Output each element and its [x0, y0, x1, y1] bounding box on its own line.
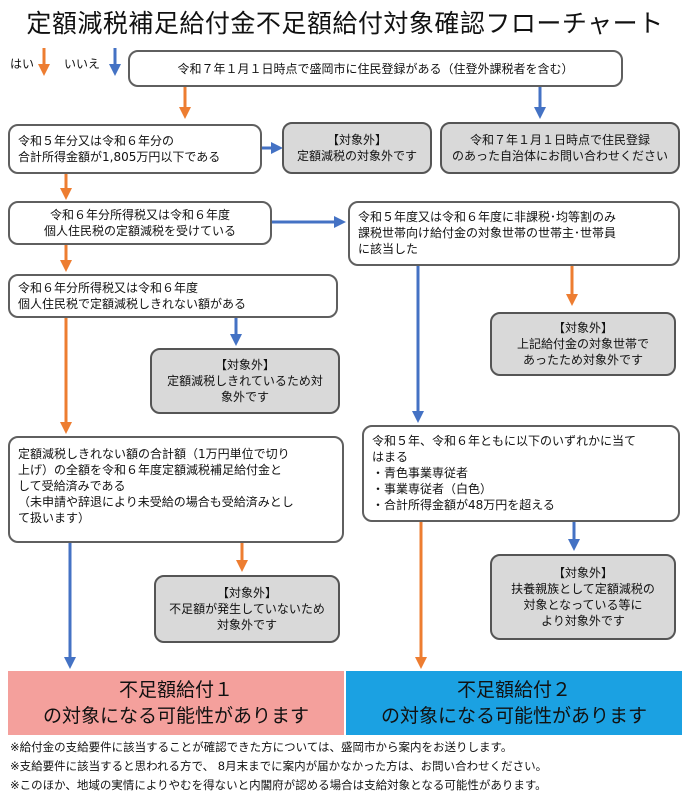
non-taxable-line-1: 令和５年度又は令和６年度に非課税･均等割のみ	[358, 210, 617, 224]
start-question-text: 令和７年１月１日時点で盛岡市に住民登録がある（住登外課税者を含む）	[177, 61, 574, 76]
excluded-no-shortfall-box: 【対象外】 不足額が発生していないため 対象外です	[154, 575, 340, 643]
footnote-3: ※このほか、地域の実情によりやむを得ないと内閣府が認める場合は支給対象となる可能…	[10, 778, 547, 792]
excluded-fully-reduced-line-2: 定額減税しきれているため対	[167, 374, 323, 388]
excluded-dependent-line-4: より対象外です	[541, 614, 625, 628]
received-question-box: 定額減税しきれない額の合計額（1万円単位で切り 上げ）の全額を令和６年度定額減税…	[8, 436, 344, 543]
excluded-household-line-2: 上記給付金の対象世帯で	[516, 337, 649, 351]
remaining-reduction-line-1: 令和６年分所得税又は令和６年度	[18, 281, 199, 295]
received-line-2: 上げ）の全額を令和６年度定額減税補足給付金と	[18, 463, 283, 477]
result-2-subtitle: の対象になる可能性があります	[380, 705, 647, 727]
excluded-dependent-box: 【対象外】 扶養親族として定額減税の 対象となっている等に より対象外です	[490, 554, 676, 640]
remaining-reduction-line-2: 個人住民税で定額減税しきれない額がある	[18, 297, 247, 311]
result-1-title: 不足額給付１	[118, 679, 233, 701]
legend-yes-label: はい	[10, 57, 35, 71]
excluded-no-shortfall-line-3: 対象外です	[216, 618, 277, 632]
received-line-4: （未申請や辞退により未受給の場合も受給済みとし	[18, 495, 294, 509]
footnote-2: ※支給要件に該当すると思われる方で、 8月末までに案内が届かなかった方は、お問い…	[10, 759, 548, 773]
excluded-fully-reduced-line-3: 象外です	[220, 390, 269, 404]
business-question-box: 令和５年、令和６年ともに以下のいずれかに当て はまる ・青色事業専従者 ・事業専…	[362, 425, 680, 522]
legend-no-label: いいえ	[64, 57, 101, 71]
business-line-4: ・事業専従者（白色）	[372, 482, 493, 496]
contact-other-line-2: のあった自治体にお問い合わせください	[451, 149, 668, 163]
excluded-income-line-2: 定額減税の対象外です	[296, 149, 417, 163]
contact-other-line-1: 令和７年１月１日時点で住民登録	[469, 133, 650, 147]
excluded-household-box: 【対象外】 上記給付金の対象世帯で あったため対象外です	[490, 312, 676, 376]
remaining-reduction-question-box: 令和６年分所得税又は令和６年度 個人住民税で定額減税しきれない額がある	[8, 274, 338, 318]
excluded-no-shortfall-line-2: 不足額が発生していないため	[169, 602, 325, 616]
excluded-fully-reduced-line-1: 【対象外】	[214, 358, 275, 372]
result-shortfall-2: 不足額給付２ の対象になる可能性があります	[346, 671, 682, 735]
excluded-fully-reduced-box: 【対象外】 定額減税しきれているため対 象外です	[150, 348, 340, 414]
received-line-3: して受給済みである	[18, 479, 126, 493]
excluded-dependent-line-3: 対象となっている等に	[523, 598, 643, 612]
footnote-1: ※給付金の支給要件に該当することが確認できた方については、盛岡市から案内をお送り…	[10, 740, 513, 754]
excluded-household-line-1: 【対象外】	[552, 321, 613, 335]
received-line-1: 定額減税しきれない額の合計額（1万円単位で切り	[18, 447, 290, 461]
contact-other-municipality-box: 令和７年１月１日時点で住民登録 のあった自治体にお問い合わせください	[440, 122, 680, 174]
page-title: 定額減税補足給付金不足額給付対象確認フローチャート	[26, 9, 664, 38]
business-line-3: ・青色事業専従者	[372, 466, 469, 480]
tax-reduction-line-2: 個人住民税の定額減税を受けている	[43, 224, 236, 238]
footnotes: ※給付金の支給要件に該当することが確認できた方については、盛岡市から案内をお送り…	[10, 738, 547, 795]
income-question-line-1: 令和５年分又は令和６年分の	[18, 134, 175, 148]
non-taxable-question-box: 令和５年度又は令和６年度に非課税･均等割のみ 課税世帯向け給付金の対象世帯の世帯…	[348, 201, 680, 266]
non-taxable-line-3: に該当した	[358, 242, 419, 256]
excluded-income-box: 【対象外】 定額減税の対象外です	[282, 122, 432, 174]
income-question-box: 令和５年分又は令和６年分の 合計所得金額が1,805万円以下である	[8, 124, 262, 174]
business-line-5: ・合計所得金額が48万円を超える	[372, 498, 555, 512]
excluded-dependent-line-1: 【対象外】	[552, 566, 613, 580]
business-line-1: 令和５年、令和６年ともに以下のいずれかに当て	[372, 434, 637, 448]
received-line-5: て扱います）	[18, 511, 91, 525]
result-shortfall-1: 不足額給付１ の対象になる可能性があります	[8, 671, 344, 735]
result-2-title: 不足額給付２	[456, 679, 571, 701]
start-question-box: 令和７年１月１日時点で盛岡市に住民登録がある（住登外課税者を含む）	[128, 50, 623, 87]
excluded-income-line-1: 【対象外】	[326, 133, 387, 147]
excluded-no-shortfall-line-1: 【対象外】	[216, 586, 277, 600]
non-taxable-line-2: 課税世帯向け給付金の対象世帯の世帯主･世帯員	[358, 226, 617, 240]
tax-reduction-question-box: 令和６年分所得税又は令和６年度 個人住民税の定額減税を受けている	[8, 201, 272, 245]
excluded-household-line-3: あったため対象外です	[522, 353, 643, 367]
excluded-dependent-line-2: 扶養親族として定額減税の	[511, 582, 655, 596]
tax-reduction-line-1: 令和６年分所得税又は令和６年度	[49, 208, 230, 222]
business-line-2: はまる	[372, 450, 409, 464]
income-question-line-2: 合計所得金額が1,805万円以下である	[18, 150, 221, 164]
result-1-subtitle: の対象になる可能性があります	[42, 705, 309, 727]
